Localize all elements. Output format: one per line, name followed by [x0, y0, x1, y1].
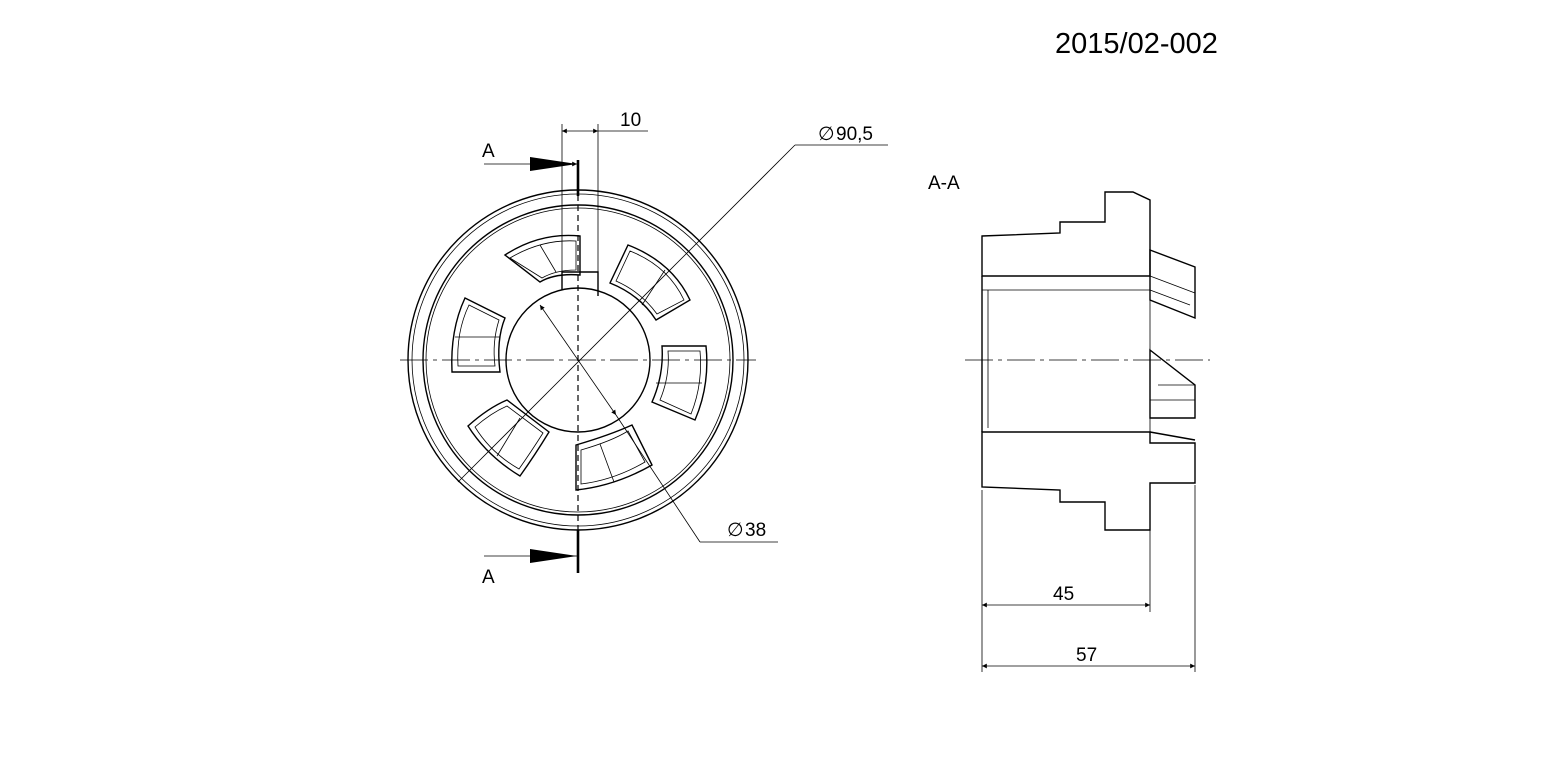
section-cut-line — [484, 157, 580, 573]
dim-length-inner — [981, 490, 1151, 672]
dim-length-total-value: 57 — [1076, 645, 1097, 666]
section-view — [965, 191, 1210, 531]
dim-keyway — [561, 124, 648, 272]
dim-bore-diameter-symbol: ∅ — [727, 520, 744, 541]
dim-length-total — [982, 485, 1196, 672]
dim-length-inner-value: 45 — [1053, 584, 1074, 605]
cut-marker-top: A — [482, 141, 495, 162]
dim-bore-diameter-value: 38 — [745, 520, 766, 541]
dim-outer-diameter — [457, 144, 888, 483]
dim-keyway-value: 10 — [620, 110, 641, 131]
dim-outer-diameter-symbol: ∅ — [818, 124, 835, 145]
dim-bore-diameter — [539, 304, 778, 543]
section-label: A-A — [928, 173, 960, 194]
cut-marker-bottom: A — [482, 567, 495, 588]
dim-outer-diameter-value: 90,5 — [836, 124, 873, 145]
drawing-number: 2015/02-002 — [1055, 28, 1218, 60]
